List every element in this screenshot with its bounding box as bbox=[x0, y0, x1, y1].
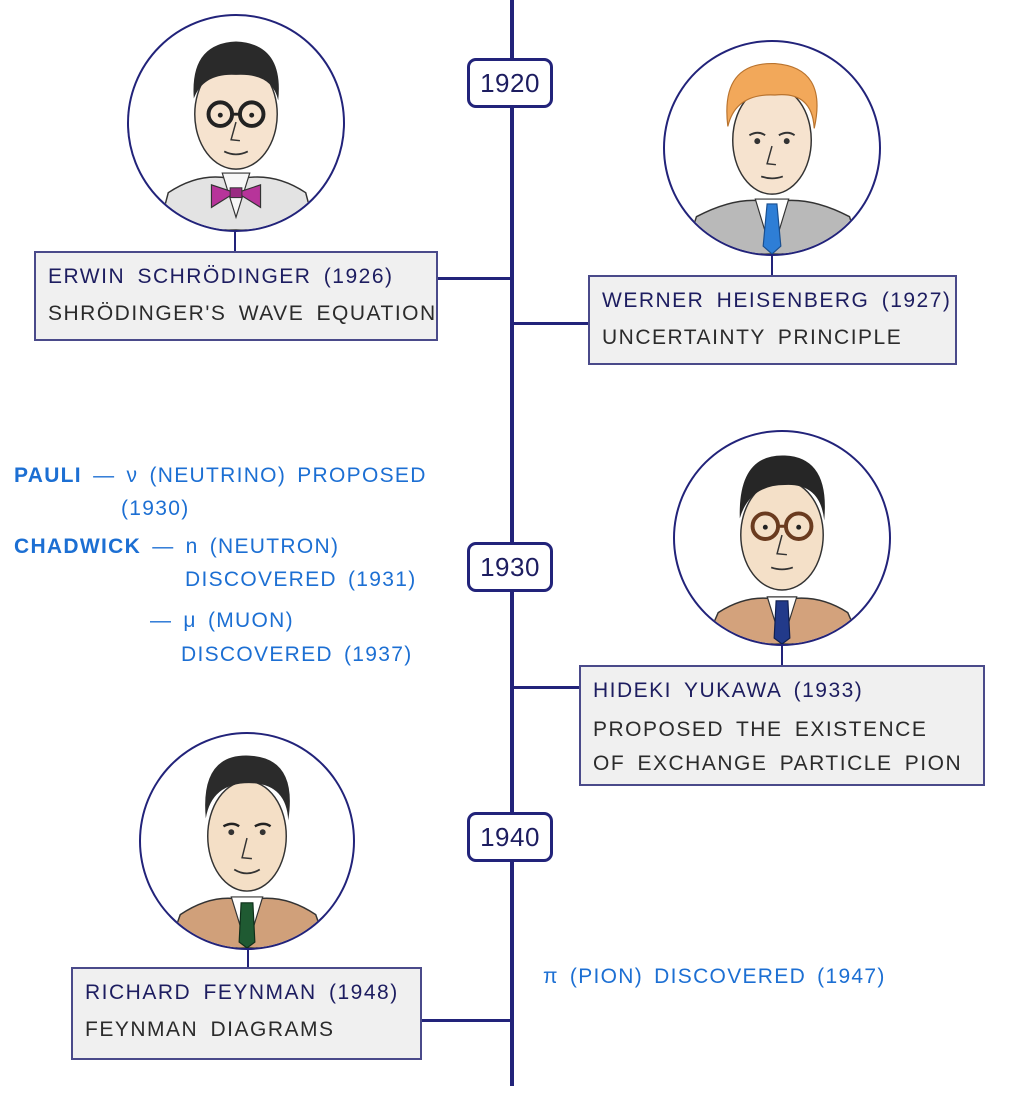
note-muon-line2: DISCOVERED (1937) bbox=[181, 643, 413, 666]
heisenberg-illustration bbox=[683, 62, 863, 254]
note-pauli-text: — ν (NEUTRINO) PROPOSED bbox=[81, 464, 427, 487]
note-pauli-name: PAULI bbox=[14, 464, 82, 487]
card-yukawa: HIDEKI YUKAWA (1933) PROPOSED THE EXISTE… bbox=[579, 665, 985, 786]
portrait-yukawa bbox=[673, 430, 891, 646]
connector-yukawa bbox=[513, 686, 580, 689]
portrait-stem-yukawa bbox=[781, 644, 783, 666]
portrait-schrodinger bbox=[127, 14, 345, 232]
connector-schrodinger bbox=[437, 277, 512, 280]
feynman-illustration bbox=[167, 755, 329, 948]
note-chadwick-text: — n (NEUTRON) bbox=[141, 535, 340, 558]
portrait-stem-feynman bbox=[247, 948, 249, 968]
card-description: UNCERTAINTY PRINCIPLE bbox=[602, 326, 903, 349]
card-description-line-1: PROPOSED THE EXISTENCE bbox=[593, 718, 928, 741]
card-title: RICHARD FEYNMAN (1948) bbox=[85, 981, 399, 1004]
note-chadwick-line2: DISCOVERED (1931) bbox=[185, 568, 417, 591]
portrait-heisenberg bbox=[663, 40, 881, 256]
year-marker-1920: 1920 bbox=[467, 58, 553, 108]
portrait-stem-heisenberg bbox=[771, 254, 773, 276]
card-feynman: RICHARD FEYNMAN (1948) FEYNMAN DIAGRAMS bbox=[71, 967, 422, 1060]
card-description: SHRÖDINGER'S WAVE EQUATION bbox=[48, 302, 437, 325]
yukawa-illustration bbox=[703, 455, 863, 644]
portrait-feynman bbox=[139, 732, 355, 950]
card-schrodinger: ERWIN SCHRÖDINGER (1926) SHRÖDINGER'S WA… bbox=[34, 251, 438, 341]
year-marker-1940: 1940 bbox=[467, 812, 553, 862]
connector-heisenberg bbox=[513, 322, 589, 325]
note-pauli: PAULI — ν (NEUTRINO) PROPOSED bbox=[14, 464, 427, 488]
note-pauli-year: (1930) bbox=[121, 497, 190, 520]
card-title: ERWIN SCHRÖDINGER (1926) bbox=[48, 265, 394, 288]
note-pion: π (PION) DISCOVERED (1947) bbox=[543, 965, 886, 988]
connector-feynman bbox=[421, 1019, 512, 1022]
card-heisenberg: WERNER HEISENBERG (1927) UNCERTAINTY PRI… bbox=[588, 275, 957, 365]
card-title: HIDEKI YUKAWA (1933) bbox=[593, 679, 864, 702]
note-chadwick: CHADWICK — n (NEUTRON) bbox=[14, 535, 339, 559]
schrodinger-illustration bbox=[157, 41, 317, 230]
note-muon: — μ (MUON) bbox=[150, 609, 294, 632]
note-chadwick-name: CHADWICK bbox=[14, 535, 142, 558]
portrait-stem-schrodinger bbox=[234, 230, 236, 252]
card-description-line-2: OF EXCHANGE PARTICLE PION bbox=[593, 752, 963, 775]
card-title: WERNER HEISENBERG (1927) bbox=[602, 289, 952, 312]
card-description: FEYNMAN DIAGRAMS bbox=[85, 1018, 335, 1041]
year-marker-1930: 1930 bbox=[467, 542, 553, 592]
